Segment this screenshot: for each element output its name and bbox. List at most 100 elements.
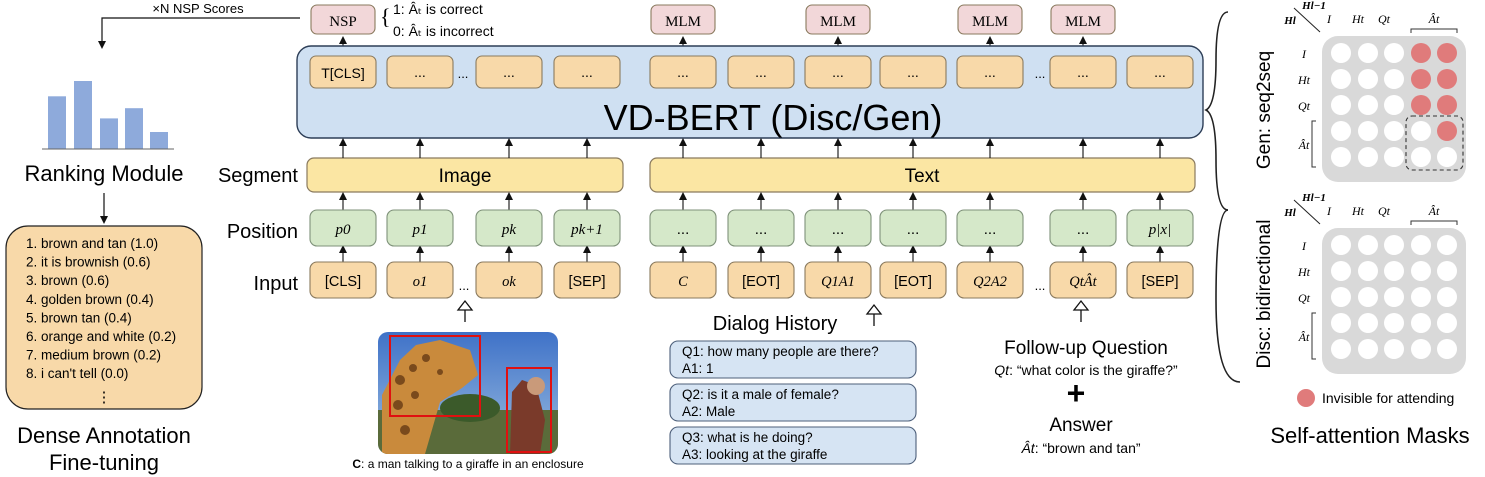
model-token-label: ... [907,64,919,80]
mask-cell-visible [1411,235,1431,255]
model-token-box [309,55,377,89]
model-token-box [1049,55,1117,89]
model-output-tokens: T[CLS]..................................… [309,55,1194,89]
input-label: C [678,274,688,290]
input-box [804,261,872,299]
input-label: Q2A2 [973,274,1007,290]
position-box [553,209,621,247]
segment-text-bar [649,157,1196,193]
mask-cell-visible [1411,261,1431,281]
ranking-bar [100,118,118,149]
model-token-box [386,55,454,89]
mask-cell-visible [1331,95,1351,115]
model-ellipsis: ... [458,66,469,81]
nsp-head-label: NSP [329,14,357,30]
nsp-feedback-arrow [98,17,300,49]
model-token-label: ... [984,64,996,80]
gen-row-header: Ât [1298,138,1310,152]
mask-cell-visible [1358,69,1378,89]
followup-question-text: : “what color is the giraffe?” [1009,362,1178,378]
dialog-answer-label: A3 [682,447,699,462]
mask-cell-visible [1411,287,1431,307]
gen-row-header: I [1301,47,1307,61]
dialog-turn [669,383,917,422]
position-label: pk [501,222,517,238]
answer-label: Ât [1020,440,1035,456]
input-box [956,261,1024,299]
dialog-answer-text: : looking at the giraffe [699,447,828,462]
input-box [475,261,543,299]
answer-value: : “brown and tan” [1035,440,1141,456]
input-label: o1 [413,274,428,290]
dialog-question-text: : is it a male of female? [700,387,839,402]
model-token-box [879,55,947,89]
input-box [309,261,377,299]
model-token-label: ... [581,64,593,80]
model-token-box [1126,55,1194,89]
mask-brace-bottom [1215,209,1241,383]
position-label: p1 [412,222,428,238]
dialog-answer: A3: looking at the giraffe [682,447,827,462]
followup-question-label: Qt [994,362,1010,378]
ranking-bar [125,108,143,149]
dialog-answer-text: : 1 [699,361,714,376]
model-token-box [727,55,795,89]
dialog-question-text: : how many people are there? [700,344,879,359]
mlm-head-label: MLM [1065,14,1101,30]
disc-row-header: Ât [1298,330,1310,344]
candidate-answer-item: 1. brown and tan (1.0) [26,236,158,251]
position-box [309,209,377,247]
disc-col-header: Ht [1351,204,1365,218]
image-up-arrow [456,299,474,322]
disc-corner-diagonal [1293,199,1321,225]
model-token-label: T[CLS] [321,65,365,81]
dialog-history-turns: Q1: how many people are there?A1: 1Q2: i… [669,340,917,465]
mask-cell-invisible [1411,43,1431,63]
mask-cell-invisible [1437,43,1457,63]
mask-cell-visible [1411,121,1431,141]
input-label: [EOT] [894,274,932,290]
disc-corner-bottom: Hl [1283,207,1297,219]
gen-col-header: I [1326,12,1332,26]
disc-col-header: Ât [1428,204,1440,218]
position-label: ... [907,221,920,238]
position-box [956,209,1024,247]
dialog-answer-text: : Male [699,404,736,419]
model-token-label: ... [414,64,426,80]
input-box [727,261,795,299]
nsp-correct-label: 1: Âₜ is correct [393,1,483,17]
model-token-box [553,55,621,89]
mask-cell-visible [1384,69,1404,89]
input-label: [SEP] [568,274,605,290]
input-box [879,261,947,299]
model-token-label: ... [1077,64,1089,80]
input-label: [CLS] [325,274,361,290]
mask-cell-visible [1384,339,1404,359]
followup-question: Qt: “what color is the giraffe?” [994,362,1178,378]
disc-col-header: I [1326,204,1332,218]
candidate-answer-box [5,225,203,410]
input-box [386,261,454,299]
followup-title: Follow-up Question [1004,338,1168,359]
dialog-up-arrow [865,303,883,326]
position-box [879,209,947,247]
dense-annotation-line1: Dense Annotation [17,423,191,448]
position-box [386,209,454,247]
image-caption-text: : a man talking to a giraffe in an enclo… [361,457,584,471]
mask-cell-visible [1331,43,1351,63]
candidate-answer-item: 3. brown (0.6) [26,273,109,288]
nsp-scores-label: ×N NSP Scores [152,1,244,16]
position-label: ... [1077,221,1090,238]
gen-answer-dashed-box [1405,115,1464,171]
input-box [553,261,621,299]
position-label: p0 [335,222,352,238]
mask-cell-invisible [1437,69,1457,89]
dialog-question-text: : what is he doing? [700,430,813,445]
segment-image-label: Image [439,166,492,187]
image-caption: C: a man talking to a giraffe in an encl… [352,457,584,471]
input-label: [EOT] [742,274,780,290]
mask-cell-visible [1331,313,1351,333]
mask-cell-visible [1411,339,1431,359]
dialog-answer-label: A2 [682,404,699,419]
